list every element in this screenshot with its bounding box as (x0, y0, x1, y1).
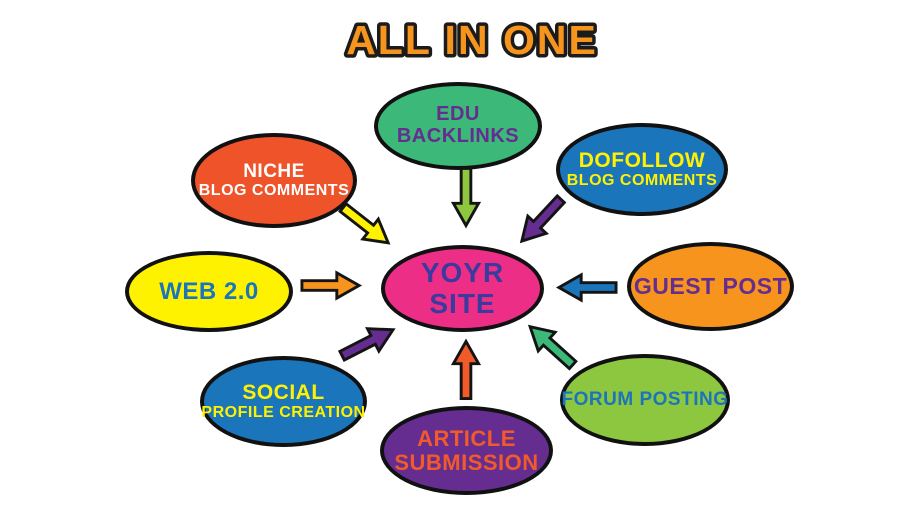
node-label: YOYR (420, 257, 505, 289)
node-article-submission: ARTICLE SUBMISSION (380, 406, 553, 495)
node-label: SITE (429, 287, 496, 319)
node-label: SUBMISSION (394, 449, 539, 475)
arrow-social-to-center-icon (333, 315, 402, 371)
arrow-guest-to-center-icon (555, 272, 618, 303)
arrow-article-to-center-icon (450, 338, 482, 401)
node-label: GUEST POST (633, 273, 788, 300)
arrow-forum-to-center-icon (518, 313, 585, 378)
arrow-icon (450, 166, 482, 229)
arrow-web-to-center-icon (300, 270, 363, 301)
arrow-edu-to-center-icon (450, 166, 482, 229)
arrow-icon (300, 270, 363, 301)
arrow-icon (527, 324, 578, 371)
node-guest-post: GUEST POST (627, 242, 794, 331)
node-edu-backlinks: EDU BACKLINKS (374, 82, 542, 170)
node-label: WEB 2.0 (159, 277, 259, 305)
node-niche-blog-comments: NICHE BLOG COMMENTS (191, 133, 357, 228)
node-label: DOFOLLOW (578, 148, 706, 172)
node-label: BLOG COMMENTS (566, 172, 718, 190)
node-label: ARTICLE (417, 425, 516, 451)
node-social-profile-creation: SOCIAL PROFILE CREATION (200, 356, 367, 447)
node-your-site: YOYR SITE (381, 245, 544, 332)
arrow-dofollow-to-center-icon (509, 187, 574, 253)
node-label: BLOG COMMENTS (198, 182, 350, 200)
page-title: ALL IN ONE (343, 14, 600, 67)
node-forum-posting: FORUM POSTING (560, 354, 730, 446)
arrow-niche-to-center-icon (332, 194, 400, 257)
arrow-icon (337, 327, 396, 362)
node-web-2-0: WEB 2.0 (125, 251, 293, 332)
node-label: PROFILE CREATION (201, 404, 366, 422)
node-label: BACKLINKS (396, 125, 520, 147)
page-title-text: ALL IN ONE (346, 17, 598, 63)
arrow-icon (555, 272, 618, 303)
arrow-icon (519, 193, 567, 244)
node-label: NICHE (243, 160, 305, 182)
node-label: SOCIAL (242, 380, 325, 404)
arrow-icon (450, 338, 482, 401)
arrow-icon (338, 201, 391, 245)
node-dofollow-blog-comments: DOFOLLOW BLOG COMMENTS (556, 123, 728, 216)
node-label: EDU (436, 103, 480, 126)
node-label: FORUM POSTING (561, 388, 729, 410)
